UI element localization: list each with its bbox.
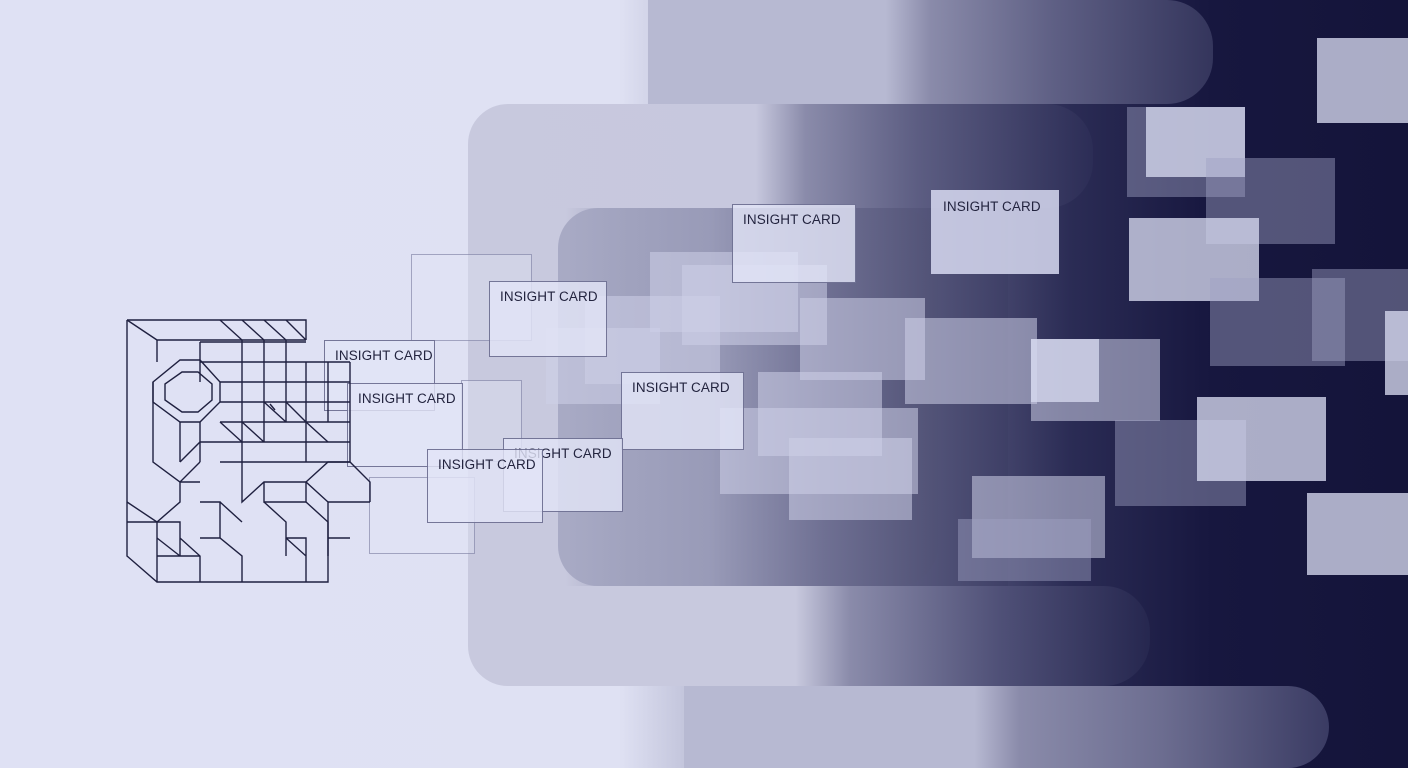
isometric-maze-icon [126,319,371,583]
floating-rect [1197,397,1326,481]
floating-rect [1129,218,1259,301]
background-band-lower [468,586,1150,686]
floating-rect [1210,278,1345,366]
floating-rect [1317,38,1408,123]
floating-rect [1307,493,1408,575]
floating-rect [905,318,1037,404]
floating-rect [1031,339,1099,402]
insight-card: INSIGHT CARD [489,281,607,357]
insight-card: INSIGHT CARD [427,449,543,523]
background-band-bottom [684,686,1329,768]
floating-rect [972,476,1105,558]
insight-card: INSIGHT CARD [931,190,1059,274]
floating-rect [958,519,1091,581]
background-band-top [648,0,1213,104]
floating-rect [1146,107,1245,177]
floating-rect [1385,311,1408,395]
insight-card: INSIGHT CARD [732,204,856,283]
floating-rect [789,438,912,520]
insight-card: INSIGHT CARD [621,372,744,450]
